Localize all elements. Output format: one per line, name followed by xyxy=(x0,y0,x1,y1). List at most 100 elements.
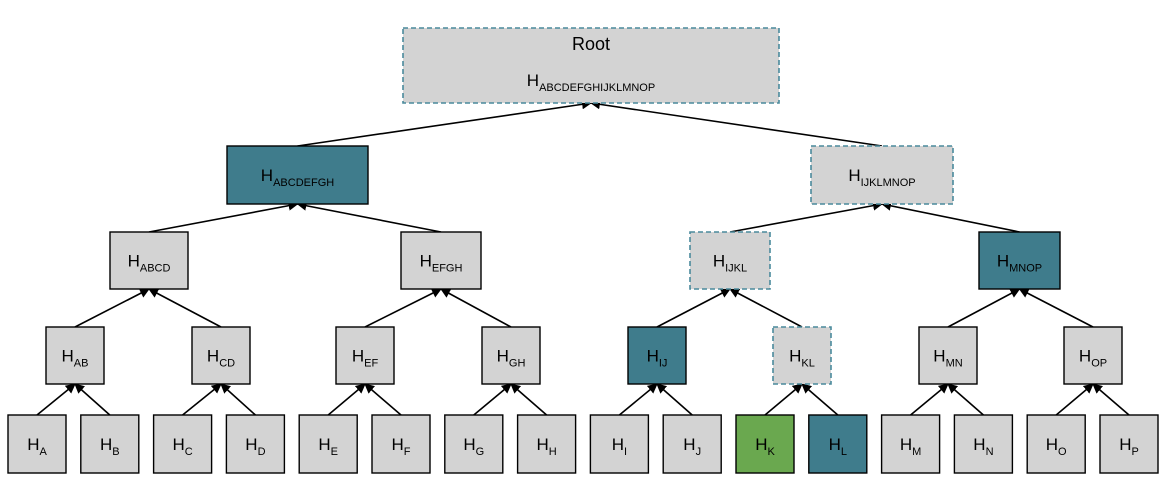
node-a: HA xyxy=(7,414,67,474)
node-kl: HKL xyxy=(772,326,832,385)
node-label-main-c: H xyxy=(172,435,184,454)
node-label-main-op: H xyxy=(1079,347,1091,366)
node-label-main-ab: H xyxy=(62,347,74,366)
node-label-main-i: H xyxy=(612,435,624,454)
node-label-kl: HKL xyxy=(789,347,815,370)
edge-h-to-gh xyxy=(510,383,548,416)
edge-kl-to-ijkl xyxy=(729,288,803,328)
node-label-main-ijklmnop: H xyxy=(848,166,860,185)
node-box-efgh xyxy=(400,231,482,290)
edge-ijkl-to-ijklmnop xyxy=(729,200,883,233)
node-label-main-gh: H xyxy=(497,347,509,366)
node-label-sub-m: M xyxy=(912,446,921,458)
node-l: HL xyxy=(808,414,868,474)
edge-mn-to-mnop xyxy=(947,288,1021,328)
node-label-i: HI xyxy=(612,435,627,458)
node-label-sub-g: G xyxy=(476,446,485,458)
node-label-sub-e: E xyxy=(331,446,338,458)
node-c: HC xyxy=(152,414,213,474)
node-title-root: Root xyxy=(572,34,610,54)
node-mnop: HMNOP xyxy=(978,231,1061,290)
node-label-main-b: H xyxy=(100,435,112,454)
edges-layer xyxy=(36,99,1130,416)
node-box-ijklmnop xyxy=(810,145,954,205)
edge-ef-to-efgh xyxy=(364,288,442,328)
node-b: HB xyxy=(80,414,140,474)
node-d: HD xyxy=(225,414,286,474)
node-i: HI xyxy=(589,414,650,474)
node-box-g xyxy=(444,414,504,474)
node-label-mn: HMN xyxy=(933,347,962,370)
edge-abcd-to-abcdefgh xyxy=(148,200,299,233)
node-label-main-cd: H xyxy=(207,347,219,366)
node-label-main-mnop: H xyxy=(997,252,1009,271)
node-box-mn xyxy=(918,326,978,385)
node-f: HF xyxy=(371,414,431,474)
edge-cd-to-abcd xyxy=(148,288,222,328)
node-label-sub-abcdefgh: ABCDEFGH xyxy=(273,177,334,189)
edge-op-to-mnop xyxy=(1018,288,1094,328)
node-label-main-root: H xyxy=(527,71,539,90)
node-label-main-abcd: H xyxy=(128,252,140,271)
node-label-main-e: H xyxy=(318,435,330,454)
node-box-cd xyxy=(191,326,251,385)
node-box-b xyxy=(80,414,140,474)
node-label-sub-ij: IJ xyxy=(659,358,668,370)
node-label-g: HG xyxy=(463,435,484,458)
node-h: HH xyxy=(516,414,577,474)
edge-b-to-ab xyxy=(74,383,111,416)
node-box-j xyxy=(662,414,722,474)
node-label-sub-ijklmnop: IJKLMNOP xyxy=(861,177,916,189)
edge-ab-to-abcd xyxy=(74,288,150,328)
node-label-e: HE xyxy=(318,435,338,458)
node-ab: HAB xyxy=(45,326,105,385)
node-box-abcdefgh xyxy=(226,145,369,205)
node-label-c: HC xyxy=(172,435,192,458)
node-label-main-ef: H xyxy=(352,347,364,366)
edge-p-to-op xyxy=(1092,383,1130,416)
node-abcd: HABCD xyxy=(109,231,189,290)
node-k: HK xyxy=(735,414,795,474)
edge-gh-to-efgh xyxy=(440,288,512,328)
node-label-f: HF xyxy=(391,435,410,458)
node-label-sub-cd: CD xyxy=(219,358,235,370)
node-label-sub-root: ABCDEFGHIJKLMNOP xyxy=(539,82,655,94)
node-label-sub-kl: KL xyxy=(801,358,814,370)
node-box-n xyxy=(953,414,1014,474)
node-label-sub-mn: MN xyxy=(946,358,963,370)
node-label-sub-h: H xyxy=(549,446,557,458)
node-box-root xyxy=(402,27,780,104)
node-label-sub-d: D xyxy=(258,446,266,458)
node-box-op xyxy=(1063,326,1123,385)
node-label-main-o: H xyxy=(1046,435,1058,454)
node-p: HP xyxy=(1099,414,1159,474)
node-box-a xyxy=(7,414,67,474)
node-label-m: HM xyxy=(900,435,921,458)
node-label-o: HO xyxy=(1046,435,1067,458)
edge-m-to-mn xyxy=(910,383,949,416)
edge-l-to-kl xyxy=(801,383,839,416)
node-label-sub-b: B xyxy=(112,446,119,458)
node-label-sub-ijkl: IJKL xyxy=(725,263,747,275)
node-label-sub-efgh: EFGH xyxy=(432,263,463,275)
node-box-o xyxy=(1026,414,1086,474)
edge-d-to-cd xyxy=(220,383,256,416)
edge-mnop-to-ijklmnop xyxy=(881,200,1020,233)
node-label-k: HK xyxy=(755,435,775,458)
node-o: HO xyxy=(1026,414,1086,474)
node-label-sub-k: K xyxy=(767,446,775,458)
node-label-main-n: H xyxy=(973,435,985,454)
node-gh: HGH xyxy=(481,326,541,385)
edge-o-to-op xyxy=(1055,383,1094,416)
node-label-h: HH xyxy=(536,435,556,458)
node-label-main-f: H xyxy=(391,435,403,454)
node-label-root: HABCDEFGHIJKLMNOP xyxy=(527,71,655,94)
node-label-sub-mnop: MNOP xyxy=(1009,263,1042,275)
node-box-ef xyxy=(335,326,395,385)
node-ijklmnop: HIJKLMNOP xyxy=(810,145,954,205)
node-label-sub-i: I xyxy=(624,446,627,458)
node-label-sub-abcd: ABCD xyxy=(140,263,171,275)
node-j: HJ xyxy=(662,414,722,474)
node-box-abcd xyxy=(109,231,189,290)
